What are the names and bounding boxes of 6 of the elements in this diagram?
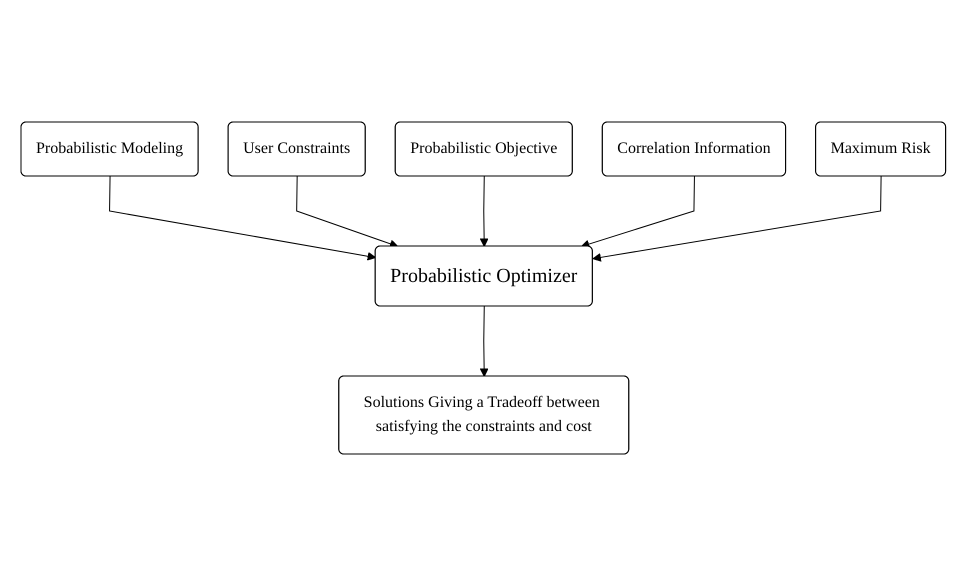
- arrow: [480, 176, 489, 246]
- arrow: [592, 176, 882, 262]
- arrow: [480, 306, 489, 376]
- arrow: [581, 176, 696, 248]
- arrow: [109, 176, 376, 260]
- arrow: [296, 176, 398, 248]
